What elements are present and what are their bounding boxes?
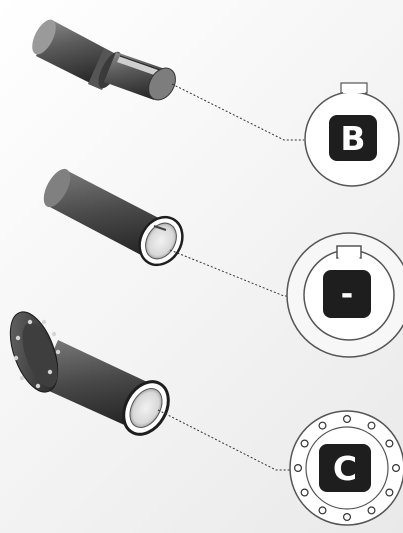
connector-c: C: [289, 410, 403, 526]
bolt-hole: [385, 488, 394, 497]
sleeve-tube-icon: [43, 168, 184, 267]
badge-b-letter: B: [340, 119, 365, 158]
badge-c: [319, 444, 371, 492]
bolt-hole: [318, 506, 327, 515]
badge-c-letter: C: [333, 449, 357, 488]
bolt-hole: [385, 439, 394, 448]
badge-minus-letter: -: [341, 277, 353, 312]
badge-minus: [323, 270, 371, 318]
bolt-hole: [294, 464, 303, 473]
flange-bolt-ring: [294, 415, 401, 521]
connector-b: B: [304, 82, 400, 187]
bolt-hole: [300, 488, 309, 497]
flanged-tube-icon: [9, 311, 170, 436]
bolt-hole: [343, 415, 352, 424]
bolt-hole: [367, 421, 376, 430]
bolt-hole: [343, 512, 352, 521]
bolt-hole: [318, 421, 327, 430]
bolt-hole: [300, 439, 309, 448]
leader-line-top: [171, 83, 304, 141]
bolt-hole: [392, 464, 401, 473]
bolt-hole: [367, 506, 376, 515]
badge-b: [329, 115, 377, 161]
connector-minus: -: [286, 232, 403, 358]
keyed-shaft-icon: [32, 19, 176, 101]
